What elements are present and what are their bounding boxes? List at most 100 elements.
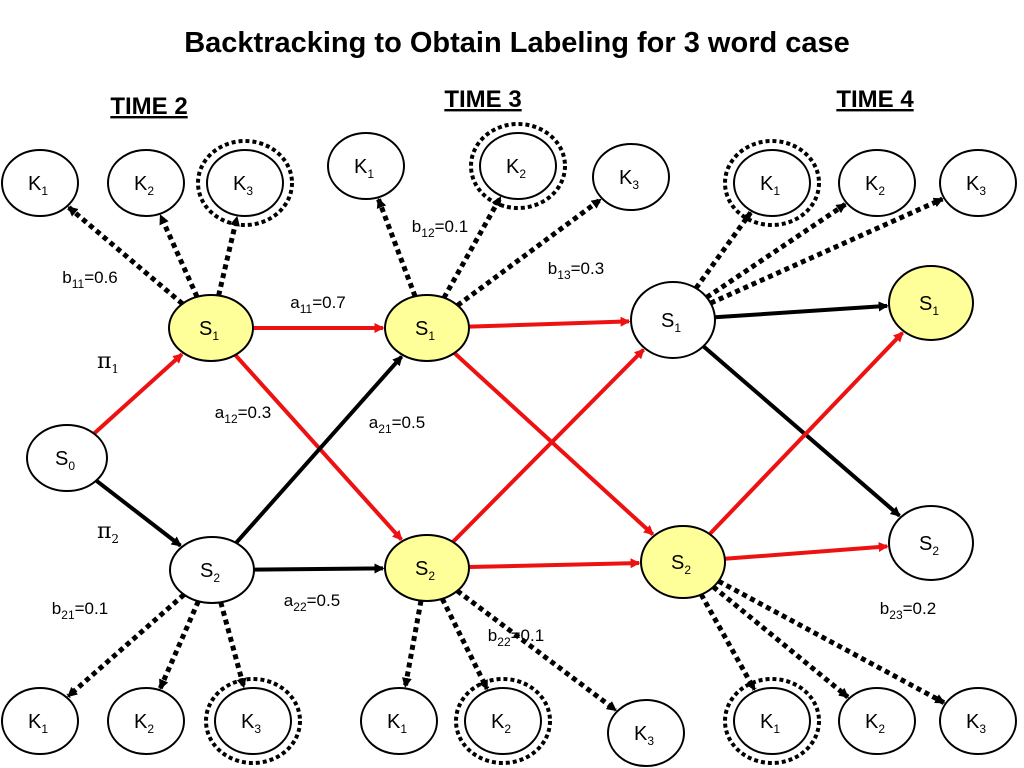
labels-layer: b11=0.6b12=0.1b13=0.3b21=0.1b22=0.1b23=0… xyxy=(52,217,936,649)
label-b23: b23=0.2 xyxy=(880,599,936,622)
transition-arrow-s1_t4-to-s1_t5 xyxy=(714,301,889,320)
time-4-heading: TIME 4 xyxy=(836,86,914,113)
label-pi2: π2 xyxy=(97,519,119,546)
node-k-t3-top-1: K1 xyxy=(327,132,405,200)
node-circle xyxy=(640,525,726,599)
node-circle xyxy=(169,536,255,604)
node-k-t2-top-3: K3 xyxy=(196,139,294,227)
node-circle xyxy=(384,534,470,602)
emission-arrow-s2_t2-to-k_t2_bot_1 xyxy=(66,592,186,699)
node-k-t2-bot-1: K1 xyxy=(1,687,79,755)
node-label: K3 xyxy=(634,723,654,748)
transition-arrow-s2_t3-to-s1_t4 xyxy=(451,348,645,544)
label-a12: a12=0.3 xyxy=(215,403,271,426)
node-s1-t4: S1 xyxy=(630,281,716,359)
node-k-t2-bot-3: K3 xyxy=(204,677,302,765)
node-label: K1 xyxy=(354,156,374,181)
node-circle xyxy=(888,265,974,341)
label-a11: a11=0.7 xyxy=(290,293,346,316)
node-circle xyxy=(838,149,916,217)
node-k-t4-top-2: K2 xyxy=(838,149,916,217)
node-circle xyxy=(360,687,438,755)
emission-arrow-s2_t4-to-k_t4_bot_3 xyxy=(717,578,946,705)
emission-arrow-s2_t2-to-k_t2_bot_2 xyxy=(157,600,201,690)
emission-arrow-s2_t4-to-k_t4_bot_2 xyxy=(711,584,850,700)
node-k-t2-bot-2: K2 xyxy=(107,687,185,755)
node-circle xyxy=(733,149,811,217)
transition-arrow-s2_t4-to-s1_t5 xyxy=(708,331,904,536)
emission-arrow-s1_t4-to-k_t4_top_2 xyxy=(705,202,847,300)
transition-arrow-s2_t2-to-s1_t3 xyxy=(234,355,404,545)
node-label: S2 xyxy=(919,533,939,558)
node-k-t4-bot-2: K2 xyxy=(838,687,916,755)
node-k-t3-top-3: K3 xyxy=(592,143,670,211)
node-label: K1 xyxy=(760,173,780,198)
node-label: K1 xyxy=(28,173,48,198)
node-label: K1 xyxy=(28,711,48,736)
label-a21: a21=0.5 xyxy=(369,413,425,436)
diagram-title: Backtracking to Obtain Labeling for 3 wo… xyxy=(184,27,850,59)
node-label: S1 xyxy=(661,310,681,335)
node-s1-t5: S1 xyxy=(888,265,974,341)
selected-ring xyxy=(204,677,302,765)
node-circle xyxy=(107,149,185,217)
emission-arrow-s1_t2-to-k_t2_top_3 xyxy=(216,215,240,297)
node-label: S1 xyxy=(199,318,219,343)
node-s2-t5: S2 xyxy=(888,505,974,581)
emission-arrow-s2_t3-to-k_t3_bot_3 xyxy=(455,588,618,713)
node-k-t3-bot-2: K2 xyxy=(454,677,552,765)
emission-arrow-s1_t3-to-k_t3_top_3 xyxy=(456,197,602,308)
node-s2-t4: S2 xyxy=(640,525,726,599)
node-circle xyxy=(206,149,284,217)
node-label: K3 xyxy=(619,167,639,192)
node-k-t3-bot-3: K3 xyxy=(607,699,685,767)
transition-arrow-s1_t3-to-s1_t4 xyxy=(468,316,631,329)
transition-arrow-s2_t3-to-s2_t4 xyxy=(468,558,641,570)
selected-ring xyxy=(469,122,567,210)
emission-arrow-s1_t3-to-k_t3_top_1 xyxy=(376,197,418,298)
node-label: K1 xyxy=(387,711,407,736)
label-b21: b21=0.1 xyxy=(52,599,108,622)
node-circle xyxy=(384,294,470,362)
node-label: S2 xyxy=(200,560,220,585)
node-label: K3 xyxy=(966,711,986,736)
node-label: K3 xyxy=(966,173,986,198)
emission-arrow-s2_t2-to-k_t2_bot_3 xyxy=(218,601,247,689)
node-label: K1 xyxy=(760,711,780,736)
label-b12: b12=0.1 xyxy=(412,217,468,240)
node-label: K2 xyxy=(506,156,526,181)
transition-arrow-s1_t2-to-s2_t3 xyxy=(233,353,403,541)
node-k-t3-bot-1: K1 xyxy=(360,687,438,755)
node-label: K2 xyxy=(491,711,511,736)
node-circle xyxy=(592,143,670,211)
node-circle xyxy=(168,294,254,362)
label-b11: b11=0.6 xyxy=(62,268,118,291)
time-2-heading: TIME 2 xyxy=(110,93,187,120)
node-circle xyxy=(107,687,185,755)
node-circle xyxy=(733,687,811,755)
label-a22: a22=0.5 xyxy=(284,591,340,614)
emission-arrow-s1_t3-to-k_t3_top_2 xyxy=(441,196,503,300)
node-circle xyxy=(214,687,292,755)
node-k-t4-top-3: K3 xyxy=(939,149,1017,217)
emission-arrow-s1_t4-to-k_t4_top_3 xyxy=(709,196,944,306)
node-circle xyxy=(1,149,79,217)
transition-arrow-s2_t4-to-s2_t5 xyxy=(724,542,889,561)
emission-arrow-s2_t4-to-k_t4_bot_1 xyxy=(698,593,757,691)
selected-ring xyxy=(723,677,821,765)
node-s2-t2: S2 xyxy=(169,536,255,604)
node-label: K2 xyxy=(134,711,154,736)
node-circle xyxy=(327,132,405,200)
node-label: S2 xyxy=(671,552,691,577)
node-circle xyxy=(630,281,716,359)
selected-ring xyxy=(723,139,821,227)
emission-arrow-s1_t4-to-k_t4_top_1 xyxy=(693,211,753,290)
emission-arrow-s2_t3-to-k_t3_bot_1 xyxy=(401,600,424,688)
node-circle xyxy=(888,505,974,581)
node-label: K3 xyxy=(233,173,253,198)
emission-arrow-s1_t2-to-k_t2_top_2 xyxy=(158,214,200,298)
time-3-heading: TIME 3 xyxy=(444,86,521,113)
label-pi1: π1 xyxy=(97,349,119,376)
